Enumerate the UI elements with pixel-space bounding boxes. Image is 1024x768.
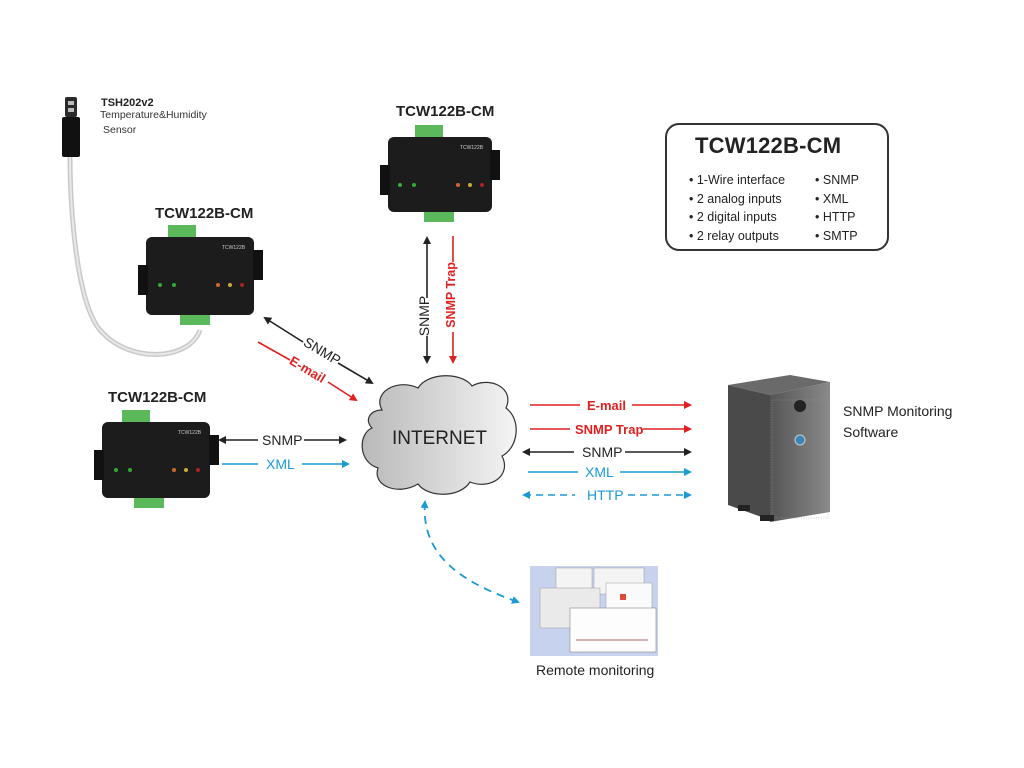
sensor-model: TSH202v2 [101, 97, 154, 109]
feature-item: 2 digital inputs [689, 208, 785, 227]
infobox-title: TCW122B-CM [695, 133, 842, 158]
arrow-remote-http [420, 500, 520, 604]
device-label-left-lower: TCW122B-CM [108, 389, 207, 406]
remote-monitoring-image [530, 566, 658, 656]
device-badge: TCW122B [460, 145, 484, 151]
device-left-lower: TCW122B [94, 410, 219, 508]
label-left-xml: XML [266, 456, 295, 472]
label-right-xml: XML [585, 464, 614, 480]
feature-item: 2 analog inputs [689, 190, 785, 209]
protocol-item: SMTP [815, 227, 859, 246]
feature-item: 1-Wire interface [689, 171, 785, 190]
device-badge: TCW122B [222, 245, 246, 251]
device-label-left-upper: TCW122B-CM [155, 205, 254, 222]
feature-infobox: TCW122B-CM 1-Wire interface 2 analog inp… [665, 123, 889, 251]
protocol-item: HTTP [815, 208, 859, 227]
server-label-line1: SNMP Monitoring [843, 403, 953, 419]
remote-monitoring-label: Remote monitoring [536, 662, 655, 678]
server-label-line2: Software [843, 424, 899, 440]
protocol-item: SNMP [815, 171, 859, 190]
protocol-item: XML [815, 190, 859, 209]
sensor-desc-line2: Sensor [103, 124, 137, 136]
feature-list: 1-Wire interface 2 analog inputs 2 digit… [689, 171, 785, 245]
sensor-probe-icon [60, 97, 82, 159]
internet-cloud [361, 375, 517, 495]
label-right-trap: SNMP Trap [575, 422, 644, 437]
sensor-desc-line1: Temperature&Humidity [100, 109, 207, 121]
server-tower [728, 375, 830, 522]
device-left-upper: TCW122B [138, 225, 263, 325]
internet-label: INTERNET [392, 428, 487, 449]
feature-item: 2 relay outputs [689, 227, 785, 246]
label-right-http: HTTP [587, 487, 624, 503]
device-badge: TCW122B [178, 430, 202, 436]
label-right-snmp: SNMP [582, 444, 623, 460]
protocol-list: SNMP XML HTTP SMTP [815, 171, 859, 245]
label-right-email: E-mail [587, 398, 627, 413]
device-label-top-center: TCW122B-CM [396, 103, 495, 120]
label-top-trap: SNMP Trap [443, 262, 458, 328]
device-top-center: TCW122B [380, 125, 500, 223]
arrow-diag-email [257, 341, 291, 361]
arrow-diag-snmp [263, 316, 304, 343]
label-left-snmp: SNMP [262, 432, 303, 448]
label-top-snmp: SNMP [416, 295, 433, 337]
